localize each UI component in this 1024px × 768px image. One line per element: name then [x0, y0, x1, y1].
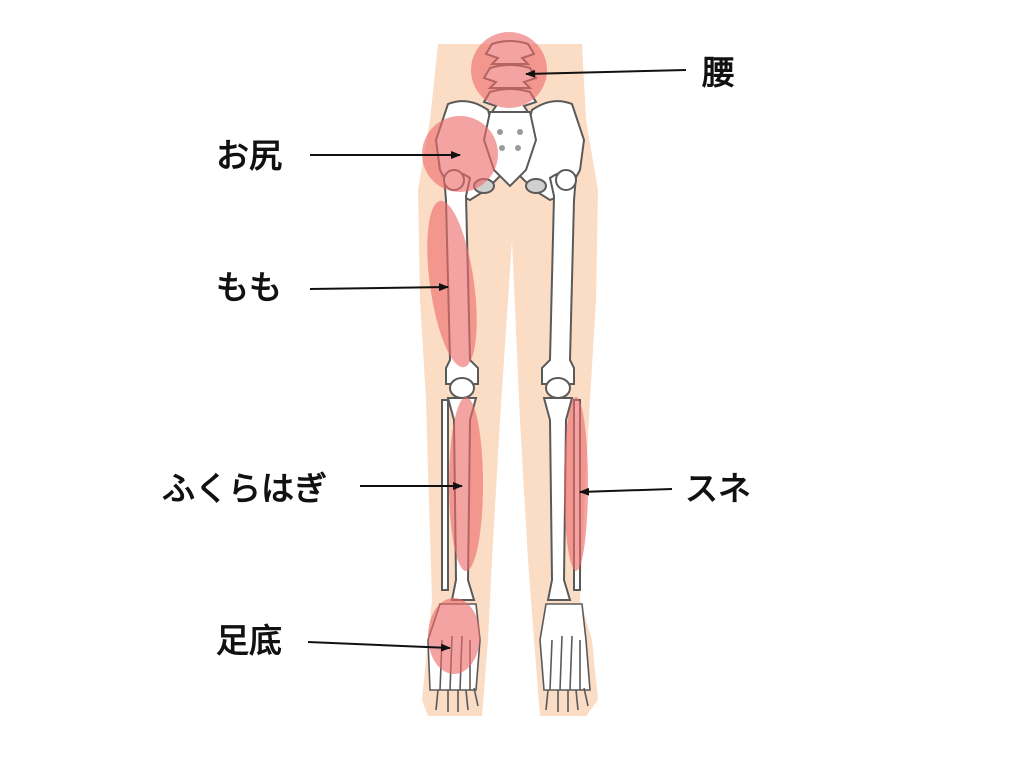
highlight-waist [471, 32, 547, 108]
kneecaps [449, 377, 571, 399]
highlight-thigh [427, 200, 477, 368]
label-thigh: もも [216, 268, 282, 307]
label-buttocks: お尻 [216, 136, 282, 175]
arrows [307, 69, 687, 652]
highlight-sole [428, 598, 480, 674]
arrow-shin [579, 487, 673, 496]
arrow-sole [307, 641, 451, 652]
label-waist: 腰 [702, 53, 735, 92]
label-sole: 足底 [216, 621, 282, 660]
arrow-thigh [309, 283, 449, 292]
highlight-shin [564, 397, 588, 571]
label-shin: スネ [685, 469, 751, 508]
highlight-calf [449, 397, 483, 571]
arrow-waist [525, 69, 687, 78]
label-calf: ふくらはぎ [162, 469, 327, 508]
